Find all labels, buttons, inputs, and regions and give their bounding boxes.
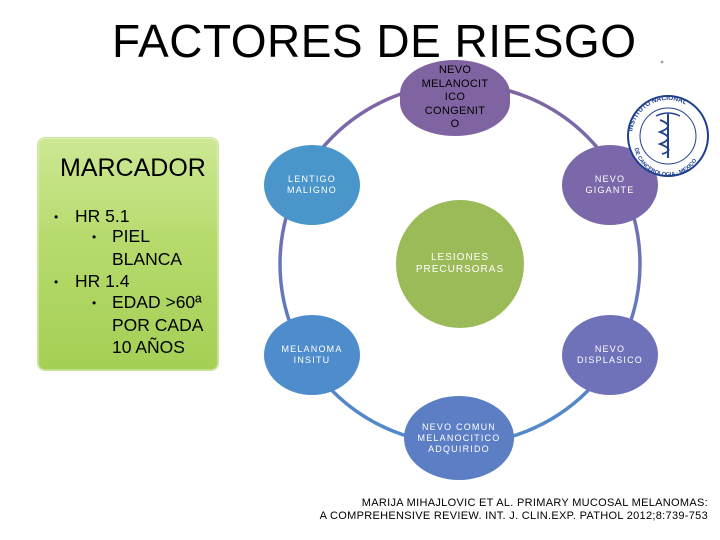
caduceus-seal-icon: INSTITUTO NACIONAL DE CANCEROLOGIA · MEX… — [627, 60, 709, 178]
marker-subitem: POR CADA — [112, 315, 204, 335]
marker-item-hr14: HR 1.4 — [75, 271, 130, 291]
bullet-icon: • — [92, 230, 97, 244]
citation-line-1: MARIJA MIHAJLOVIC ET AL. PRIMARY MUCOSAL… — [361, 497, 708, 509]
marker-panel — [38, 138, 218, 370]
marker-subitem: BLANCA — [112, 249, 183, 269]
marker-subitem: 10 AÑOS — [112, 337, 185, 357]
bullet-icon: • — [54, 275, 59, 289]
bullet-icon: • — [92, 296, 97, 310]
marker-subitem: PIEL — [112, 226, 150, 246]
marker-item-hr51: HR 5.1 — [75, 206, 130, 226]
citation-line-2: A COMPREHENSIVE REVIEW. INT. J. CLIN.EXP… — [319, 510, 708, 522]
citation: MARIJA MIHAJLOVIC ET AL. PRIMARY MUCOSAL… — [320, 497, 708, 523]
bullet-icon: • — [54, 210, 59, 224]
page-title: FACTORES DE RIESGO — [112, 15, 637, 67]
node-nevo-congenito: NEVO MELANOCIT ICO CONGENIT O — [400, 60, 510, 136]
marker-subitem: EDAD >60ª — [112, 292, 202, 312]
marker-title: MARCADOR — [60, 154, 206, 182]
